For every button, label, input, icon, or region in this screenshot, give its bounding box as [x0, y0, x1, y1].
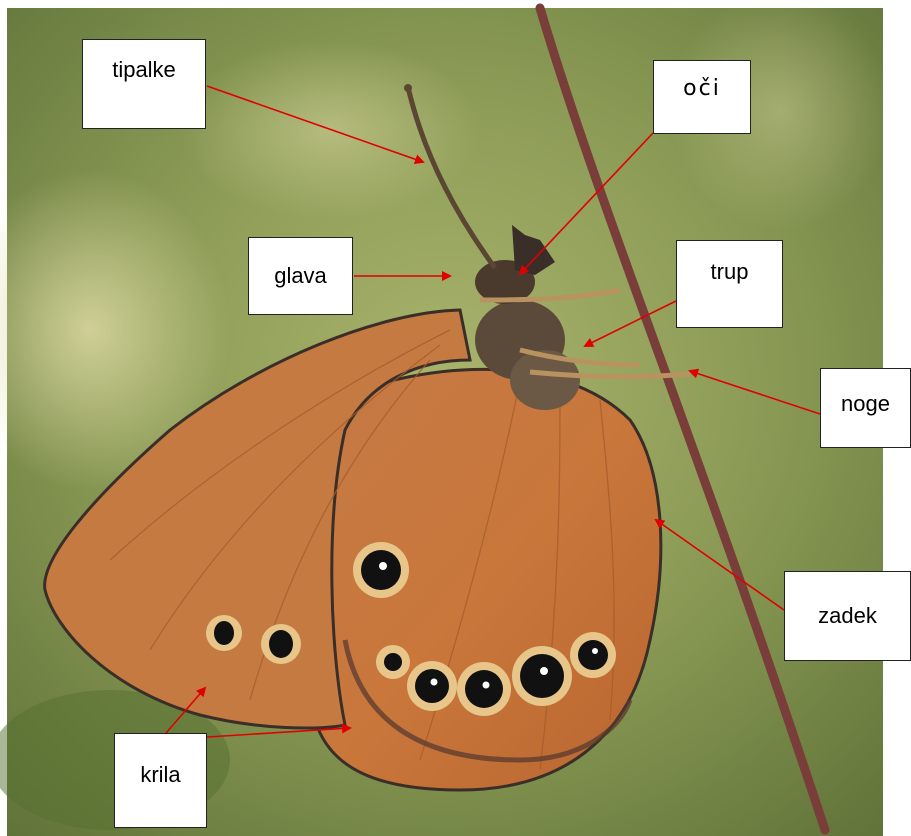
label-eyes: oči — [653, 60, 751, 134]
label-thorax: trup — [676, 240, 783, 328]
label-wings-text: krila — [140, 762, 180, 788]
label-thorax-text: trup — [711, 259, 749, 285]
label-antennae-text: tipalke — [112, 57, 176, 83]
label-head-text: glava — [274, 263, 327, 289]
label-eyes-text: oči — [683, 76, 721, 101]
label-legs-text: noge — [841, 391, 890, 417]
label-head: glava — [248, 237, 353, 315]
label-antennae: tipalke — [82, 39, 206, 129]
label-abdomen: zadek — [784, 571, 911, 661]
label-wings: krila — [114, 733, 207, 828]
label-abdomen-text: zadek — [818, 603, 877, 629]
label-legs: noge — [820, 368, 911, 448]
